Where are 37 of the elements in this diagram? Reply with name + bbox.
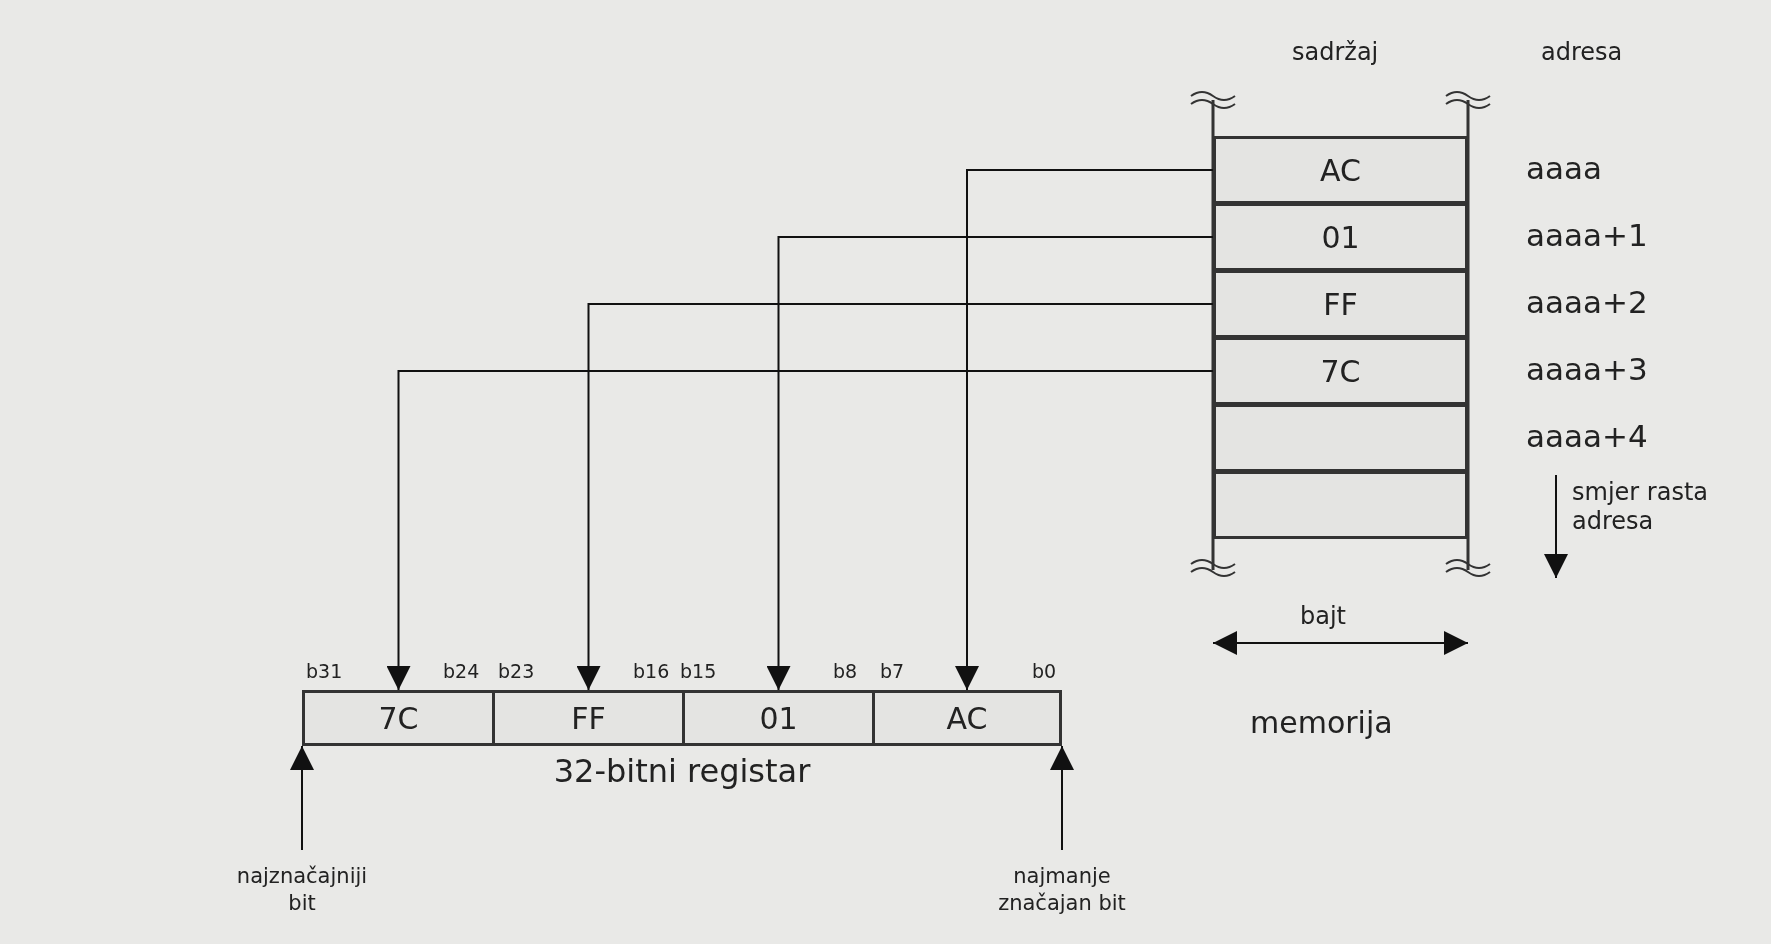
memory-cell: FF: [1213, 270, 1468, 338]
bit-label: b8: [833, 660, 858, 682]
annotation-text: najznačajniji bit: [222, 850, 382, 930]
memory-cell: 01: [1213, 203, 1468, 271]
bit-label: b23: [498, 660, 535, 682]
memory-cell: AC: [1213, 136, 1468, 204]
address-label: aaaa+2: [1526, 284, 1648, 320]
address-label: aaaa+1: [1526, 217, 1648, 253]
bit-label: b16: [633, 660, 670, 682]
note-text: smjer rasta adresa: [1572, 478, 1709, 536]
bit-label: b15: [680, 660, 717, 682]
arrow: [386, 370, 1214, 691]
leader-line: [1050, 745, 1074, 851]
bit-label: b0: [1032, 660, 1057, 682]
register-caption: 32-bitni registar: [553, 752, 811, 790]
register-cell: 01: [682, 690, 875, 746]
arrow: [576, 303, 1214, 691]
arrow: [766, 236, 1214, 691]
address-label: aaaa: [1526, 150, 1602, 186]
register-cell: AC: [872, 690, 1062, 746]
dimension-label: bajt: [1300, 602, 1347, 630]
memory-cell: [1213, 471, 1468, 539]
address-label: aaaa+4: [1526, 418, 1648, 454]
register-cell: FF: [492, 690, 685, 746]
bit-label: b7: [880, 660, 905, 682]
annotation-text: najmanje značajan bit: [972, 850, 1152, 930]
column-heading: adresa: [1541, 38, 1623, 66]
address-label: aaaa+3: [1526, 351, 1648, 387]
column-heading: sadržaj: [1292, 38, 1379, 66]
leader-line: [290, 745, 314, 851]
memory-cell: 7C: [1213, 337, 1468, 405]
bit-label: b31: [306, 660, 343, 682]
arrow: [955, 169, 1214, 691]
section-label: memorija: [1250, 705, 1393, 740]
memory-cell: [1213, 404, 1468, 472]
bit-label: b24: [443, 660, 480, 682]
register-cell: 7C: [302, 690, 495, 746]
